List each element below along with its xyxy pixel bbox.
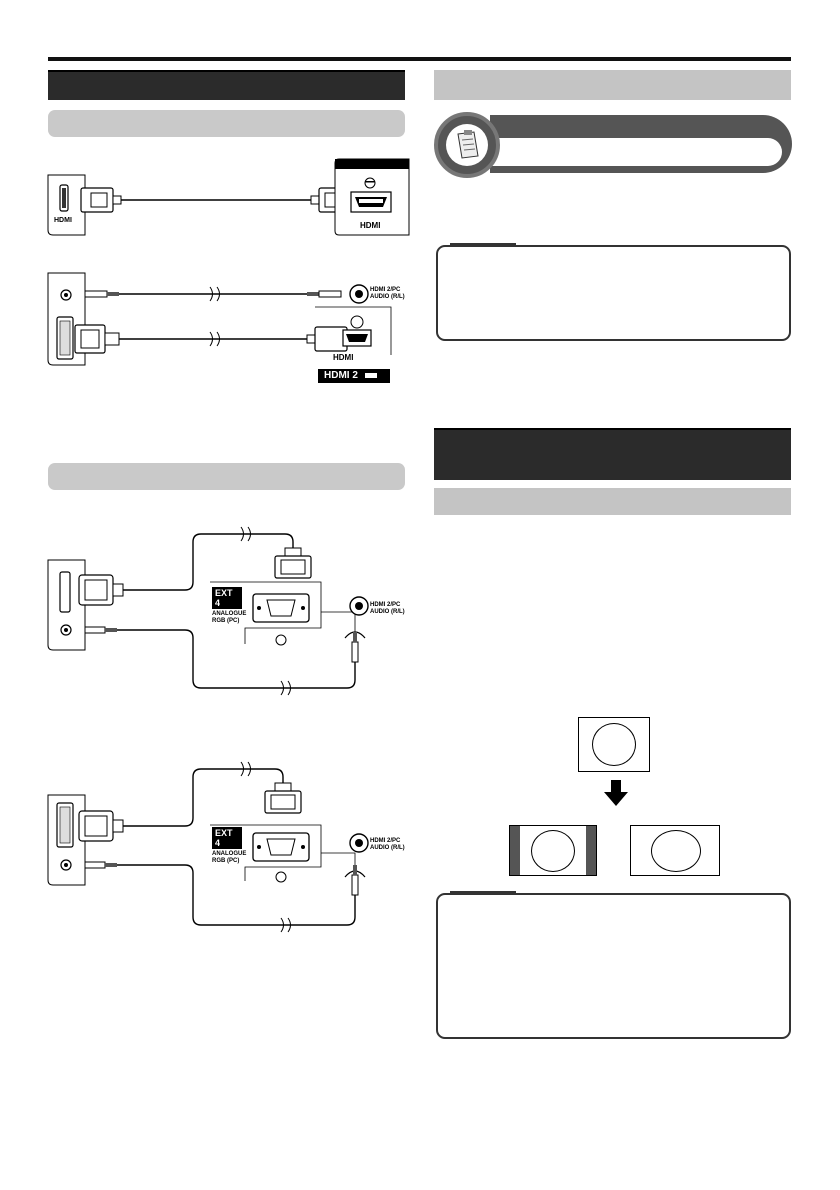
hdmi2-pc-audio-label-3: HDMI 2/PC AUDIO (R/L) [370, 838, 405, 851]
note-box-1-tab [450, 243, 516, 247]
section-header-left [48, 70, 405, 100]
hdmi2-pc-audio-label-2: HDMI 2/PC AUDIO (R/L) [370, 602, 405, 615]
hdmi-port-icon [364, 372, 377, 378]
aspect-stretch-frame [630, 825, 720, 876]
note-box-2-tab [450, 891, 516, 895]
pillarbox-right-bar [586, 826, 596, 875]
section-header-right-top [434, 70, 791, 100]
vga-connection-diagram-2 [47, 761, 369, 933]
pillarbox-left-bar [510, 826, 520, 875]
hdmi-connection-diagram [47, 158, 410, 236]
tip-banner-inner [490, 138, 782, 166]
dvi-hdmi-connection-diagram [47, 272, 392, 366]
subsection-header-hdmi [48, 110, 405, 137]
notepad-icon-svg [457, 130, 479, 159]
section-header-right-2 [434, 428, 791, 480]
tip-icon-ring [434, 112, 500, 178]
notepad-icon [446, 124, 488, 166]
ext4-badge-2: EXT 4 [212, 827, 242, 849]
analogue-label-1: ANALOGUE RGB (PC) [212, 611, 247, 624]
aspect-source-circle [592, 723, 636, 766]
aspect-source-frame [578, 717, 650, 772]
subsection-header-right-2 [434, 488, 791, 515]
subsection-header-pc [48, 463, 405, 490]
pillarbox-circle [531, 830, 575, 872]
note-box-1 [436, 245, 791, 341]
vga-connection-diagram-1 [47, 526, 369, 696]
hdmi-logo-right: HDMI [360, 221, 381, 230]
hdmi2-badge: HDMI 2 [318, 369, 390, 383]
aspect-pillarbox-frame [509, 825, 597, 876]
down-arrow-icon [604, 780, 628, 806]
stretch-ellipse [651, 830, 701, 872]
hdmi-logo-hdmi2: HDMI [333, 353, 354, 362]
hdmi-logo-left: HDMI [54, 217, 72, 224]
top-rule [48, 57, 791, 61]
ext4-badge-1: EXT 4 [212, 587, 242, 609]
hdmi2-pc-audio-label: HDMI 2/PC AUDIO (R/L) [370, 287, 405, 300]
analogue-label-2: ANALOGUE RGB (PC) [212, 851, 247, 864]
note-box-2 [436, 893, 791, 1039]
